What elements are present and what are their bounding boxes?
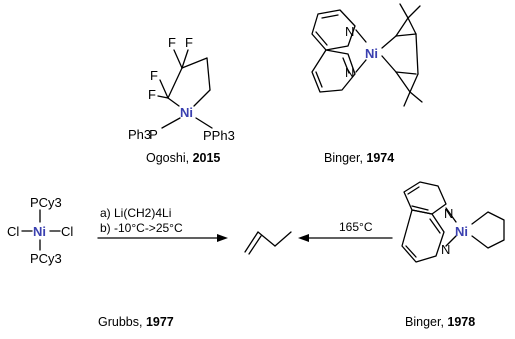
- methyl-bond: [403, 91, 411, 107]
- condition-temperature: 165°C: [339, 220, 373, 234]
- ring-bond: [395, 33, 417, 37]
- cf-bond: [159, 79, 169, 99]
- double-bond: [407, 186, 420, 195]
- ring-bond: [395, 71, 417, 75]
- nitrogen-atom: N: [345, 65, 354, 80]
- caption-binger-1978: Binger, 1978: [405, 315, 475, 329]
- double-bond: [321, 14, 339, 19]
- ring-bond: [167, 97, 180, 107]
- cf-bond: [181, 49, 189, 69]
- phosphorus-label: P: [149, 127, 158, 142]
- double-bond: [342, 57, 350, 74]
- n-ni-bond: [355, 29, 367, 43]
- butene-product: [244, 231, 292, 255]
- nickel-atom: Ni: [180, 105, 193, 120]
- ring-bond: [193, 89, 211, 107]
- n-ni-bond: [355, 59, 367, 73]
- nitrogen-atom: N: [441, 242, 450, 257]
- ligand-pph3-left: Ph3P: [128, 127, 158, 142]
- ring-bond: [181, 57, 208, 69]
- caption-author: Ogoshi,: [146, 151, 193, 165]
- caption-ogoshi: Ogoshi, 2015: [146, 151, 220, 165]
- ring-bond: [167, 67, 183, 99]
- ring-bond: [206, 57, 211, 91]
- double-bond: [405, 245, 417, 258]
- vinyl-double-bond: [244, 231, 259, 253]
- n-ni-bond: [445, 207, 457, 223]
- ni-p-bond: [161, 117, 181, 129]
- vinyl-double-bond: [248, 235, 262, 255]
- caption-author: Binger,: [405, 315, 447, 329]
- arrow-head: [298, 234, 309, 242]
- reaction-arrow-left: a) Li(CH2)4Li b) -10°C->25°C: [97, 206, 228, 242]
- caption-year: 1977: [146, 315, 174, 329]
- nickel-atom: Ni: [33, 224, 46, 239]
- cf-bond: [173, 49, 183, 69]
- arrow-head: [217, 234, 228, 242]
- ni-p-bond: [195, 117, 213, 129]
- carbon-chain: [274, 231, 292, 247]
- condition-b: b) -10°C->25°C: [100, 221, 183, 235]
- fluorine-atom: F: [148, 87, 156, 102]
- methyl-bond: [399, 3, 409, 19]
- grubbs-complex: PCy3 Cl Ni Cl PCy3 Grubbs, 1977: [7, 195, 174, 329]
- ph3-label: Ph3: [128, 127, 151, 142]
- nitrogen-atom: N: [444, 206, 453, 221]
- caption-year: 2015: [193, 151, 221, 165]
- ring-bond: [415, 33, 419, 75]
- chlorine-atom: Cl: [61, 224, 73, 239]
- fluorine-atom: F: [185, 35, 193, 50]
- pyridine-ring: [311, 49, 356, 93]
- cyclopropane: [395, 17, 417, 37]
- nickel-atom: Ni: [365, 46, 378, 61]
- caption-binger-1974: Binger, 1974: [324, 151, 394, 165]
- methyl-bond: [409, 91, 423, 103]
- caption-year: 1974: [366, 151, 394, 165]
- caption-year: 1978: [447, 315, 475, 329]
- double-bond: [429, 218, 441, 234]
- ogoshi-complex: F F F F Ni Ph3P PPh3 Ogoshi, 2015: [128, 35, 235, 165]
- ni-c-bond: [381, 35, 397, 49]
- cyclopropane: [395, 71, 419, 93]
- ni-c-bond: [381, 55, 397, 73]
- carbon-chain: [257, 231, 276, 247]
- nickel-atom: Ni: [455, 224, 468, 239]
- chlorine-atom: Cl: [7, 224, 19, 239]
- caption-grubbs: Grubbs, 1977: [98, 315, 174, 329]
- fluorine-atom: F: [150, 68, 158, 83]
- methyl-bond: [407, 5, 421, 19]
- condition-a: a) Li(CH2)4Li: [100, 206, 171, 220]
- caption-author: Binger,: [324, 151, 366, 165]
- nickelacycle: [471, 211, 505, 249]
- ligand-pcy3-bottom: PCy3: [30, 251, 62, 266]
- binger-1974-complex: N N Ni Binger, 1974: [311, 3, 423, 165]
- cf-bond: [157, 95, 169, 99]
- caption-author: Grubbs,: [98, 315, 146, 329]
- ligand-pcy3-top: PCy3: [30, 195, 62, 210]
- binger-1978-complex: N N Ni Binger, 1978: [401, 181, 505, 329]
- pyridine-ring: [311, 9, 356, 51]
- reaction-arrow-right: 165°C: [298, 220, 393, 242]
- pyridine-ring: [401, 209, 445, 263]
- nitrogen-atom: N: [345, 24, 354, 39]
- ligand-pph3-right: PPh3: [203, 128, 235, 143]
- n-ni-bond: [445, 235, 457, 247]
- double-bond: [315, 71, 323, 88]
- fluorine-atom: F: [168, 35, 176, 50]
- double-bond: [411, 205, 429, 211]
- double-bond: [315, 31, 328, 46]
